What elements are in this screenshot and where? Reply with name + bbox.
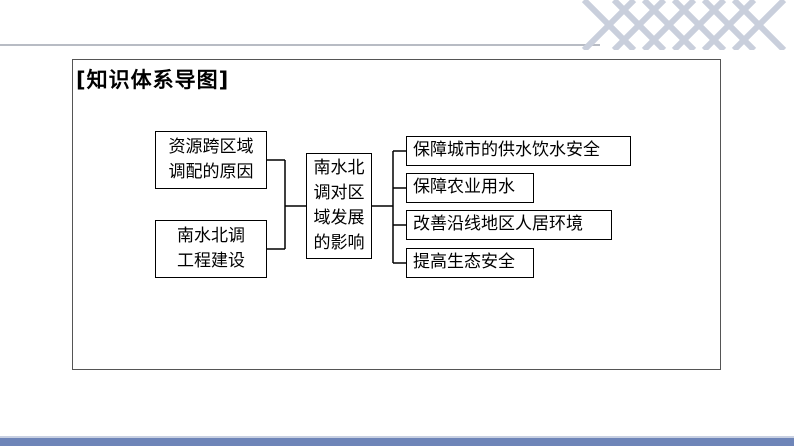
node-agri-water: 保障农业用水 xyxy=(406,173,534,203)
node-resource-reasons: 资源跨区域 调配的原因 xyxy=(155,131,267,189)
node-text: 调对区 xyxy=(314,181,365,206)
node-eco-safety: 提高生态安全 xyxy=(406,248,534,278)
node-text: 资源跨区域 xyxy=(169,135,254,160)
node-impact-center: 南水北 调对区 域发展 的影响 xyxy=(306,153,372,259)
node-text: 域发展 xyxy=(314,206,365,231)
node-living-environment: 改善沿线地区人居环境 xyxy=(406,210,612,240)
node-text: 工程建设 xyxy=(177,249,245,274)
node-text: 的影响 xyxy=(314,231,365,256)
node-urban-water-safety: 保障城市的供水饮水安全 xyxy=(406,136,631,166)
node-project-construction: 南水北调 工程建设 xyxy=(155,220,267,278)
node-text: 南水北调 xyxy=(177,224,245,249)
footer-bar xyxy=(0,438,794,446)
node-text: 南水北 xyxy=(314,156,365,181)
node-text: 调配的原因 xyxy=(169,160,254,185)
